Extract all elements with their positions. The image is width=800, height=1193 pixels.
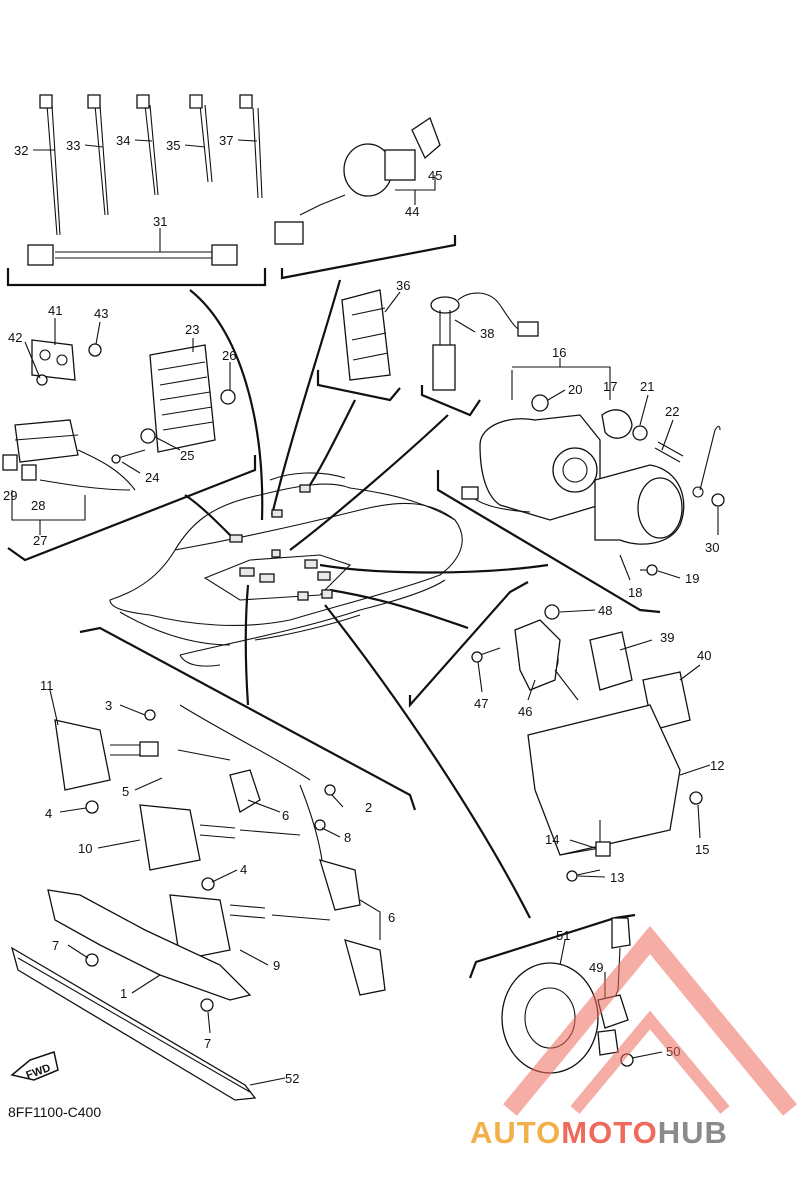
callout-28: 28 — [31, 498, 45, 513]
watermark-logo: AUTOMOTOHUB — [470, 925, 797, 1150]
connector-holder — [341, 289, 539, 391]
leader-arrows — [184, 279, 549, 919]
callout-11: 11 — [40, 678, 54, 693]
callout-25: 25 — [180, 448, 194, 463]
callout-9: 9 — [273, 958, 280, 973]
callout-14: 14 — [545, 832, 559, 847]
callout-40: 40 — [697, 648, 711, 663]
callout-24: 24 — [145, 470, 159, 485]
callout-33: 33 — [66, 138, 80, 153]
callout-21: 21 — [640, 379, 654, 394]
callout-17: 17 — [603, 379, 617, 394]
cdi-group — [471, 604, 703, 882]
callout-4a: 4 — [45, 806, 52, 821]
callout-42: 42 — [8, 330, 22, 345]
callout-26: 26 — [222, 348, 236, 363]
callout-36: 36 — [396, 278, 410, 293]
vehicle-outline — [109, 472, 463, 667]
callout-20: 20 — [568, 382, 582, 397]
callout-30: 30 — [705, 540, 719, 555]
callout-37: 37 — [219, 133, 233, 148]
watermark-text: AUTOMOTOHUB — [470, 1115, 728, 1150]
callout-23: 23 — [185, 322, 199, 337]
diagram-code: 8FF1100-C400 — [8, 1104, 101, 1120]
group-frames — [6, 235, 661, 979]
callouts: 32 33 34 35 37 31 44 45 41 43 42 23 26 2… — [3, 133, 724, 1086]
callout-1: 1 — [120, 986, 127, 1001]
callout-38: 38 — [480, 326, 494, 341]
fwd-badge: FWD — [10, 1051, 59, 1082]
callout-48: 48 — [598, 603, 612, 618]
callout-41: 41 — [48, 303, 62, 318]
bracket-bumper — [10, 889, 257, 1101]
callout-29: 29 — [3, 488, 17, 503]
callout-45: 45 — [428, 168, 442, 183]
starter-motor — [461, 394, 725, 576]
callout-44: 44 — [405, 204, 419, 219]
watermark-part-moto: MOTO — [561, 1115, 657, 1150]
callout-16: 16 — [552, 345, 566, 360]
callout-43: 43 — [94, 306, 108, 321]
wire-set — [27, 94, 263, 266]
callout-39: 39 — [660, 630, 674, 645]
callout-52: 52 — [285, 1071, 299, 1086]
ignition-coils — [54, 704, 386, 996]
regulator — [111, 344, 236, 464]
callout-27: 27 — [33, 533, 47, 548]
callout-2: 2 — [365, 800, 372, 815]
leader-lines — [11, 139, 719, 1086]
callout-5: 5 — [122, 784, 129, 799]
main-switch — [274, 117, 441, 245]
callout-47: 47 — [474, 696, 488, 711]
callout-12: 12 — [710, 758, 724, 773]
watermark-part-hub: HUB — [658, 1115, 728, 1150]
callout-35: 35 — [166, 138, 180, 153]
watermark-part-auto: AUTO — [470, 1115, 561, 1150]
relay-group — [2, 339, 136, 491]
callout-8: 8 — [344, 830, 351, 845]
callout-49: 49 — [589, 960, 603, 975]
callout-10: 10 — [78, 841, 92, 856]
callout-3: 3 — [105, 698, 112, 713]
callout-13: 13 — [610, 870, 624, 885]
callout-15: 15 — [695, 842, 709, 857]
callout-7b: 7 — [204, 1036, 211, 1051]
callout-34: 34 — [116, 133, 130, 148]
callout-6b: 6 — [388, 910, 395, 925]
callout-4b: 4 — [240, 862, 247, 877]
callout-46: 46 — [518, 704, 532, 719]
callout-22: 22 — [665, 404, 679, 419]
callout-19: 19 — [685, 571, 699, 586]
callout-6a: 6 — [282, 808, 289, 823]
callout-18: 18 — [628, 585, 642, 600]
callout-32: 32 — [14, 143, 28, 158]
callout-31: 31 — [153, 214, 167, 229]
callout-7a: 7 — [52, 938, 59, 953]
callout-51: 51 — [556, 928, 570, 943]
